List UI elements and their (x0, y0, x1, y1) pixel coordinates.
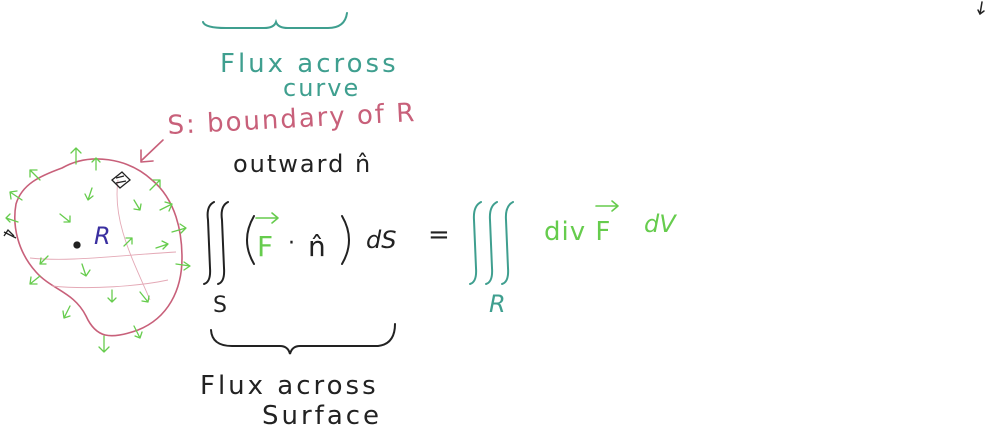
rhs-differential: dV (644, 210, 677, 238)
region-boundary (14, 158, 183, 337)
left-paren (246, 215, 255, 265)
normal-label: outward n̂ (233, 150, 372, 178)
region-inner-lines (29, 179, 177, 301)
triple-integral-sign (469, 201, 514, 285)
region-label: R (94, 222, 111, 250)
top-brace (202, 12, 348, 29)
lhs-dot: · (288, 231, 295, 256)
top-label-line1: Flux across (220, 49, 399, 79)
rhs-integrand: div F (544, 217, 611, 247)
vector-arrow-F-lhs (255, 212, 279, 224)
lhs-subscript: S (213, 293, 227, 318)
right-paren (341, 215, 350, 265)
lhs-integrand-F: F (257, 230, 273, 263)
boundary-label: S: boundary of R (167, 98, 417, 141)
lhs-integrand-n: n̂ (308, 230, 326, 263)
double-integral-sign (203, 201, 229, 285)
lhs-differential: dS (366, 226, 396, 254)
top-label-line2: curve (283, 74, 360, 102)
corner-mark (977, 1, 985, 16)
boundary-arrow (140, 139, 164, 163)
bottom-label-line2: Surface (262, 401, 382, 430)
vector-arrow-F-rhs (595, 200, 619, 212)
rhs-subscript: R (489, 290, 506, 318)
bottom-label-line1: Flux across (200, 371, 379, 401)
equals-sign: = (428, 220, 450, 250)
surface-element-markers (3, 171, 131, 249)
bottom-brace (210, 323, 396, 355)
normal-vector-field (5, 147, 191, 353)
